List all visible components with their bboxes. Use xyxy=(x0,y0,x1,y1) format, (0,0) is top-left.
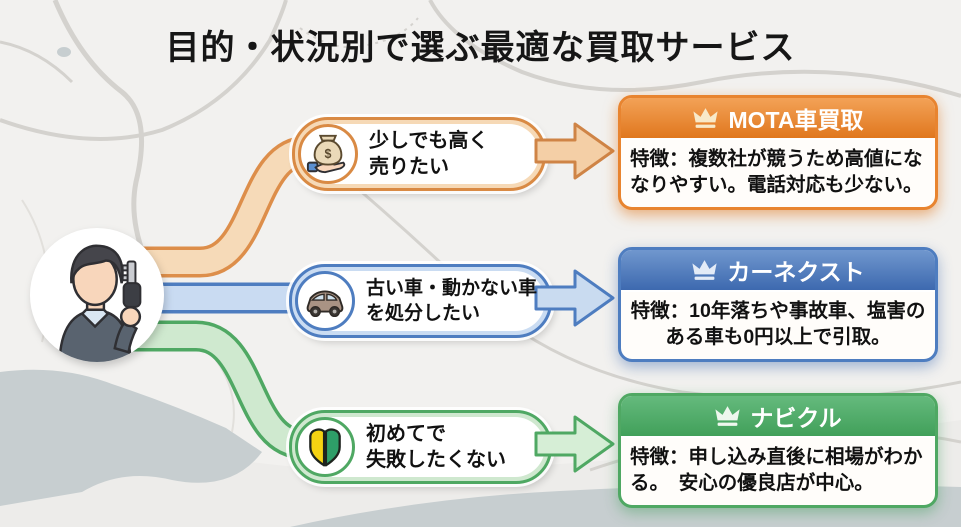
crown-icon xyxy=(692,260,717,280)
card-title: ナビクル xyxy=(750,405,842,431)
service-card-navikuru: ナビクル 特徴：申し込み直後に相場がわか る。 安心の優良店が中心。 xyxy=(618,393,938,508)
car-icon xyxy=(295,271,355,331)
arrow-right-icon-blue xyxy=(534,269,615,327)
card-header: MOTA車買取 xyxy=(621,98,935,140)
card-title: MOTA車買取 xyxy=(728,107,864,133)
branch-pill-dispose-old-car: 古い車・動かない車 を処分したい xyxy=(289,264,552,338)
arrow-right-icon-orange xyxy=(534,122,615,180)
card-body: 特徴：複数社が競うため高値にな なりやすい。電話対応も少ない。 xyxy=(630,148,923,197)
arrow-right-icon-green xyxy=(534,415,615,473)
card-header: カーネクスト xyxy=(621,250,935,292)
card-body: 特徴：10年落ちや事故車、塩害の ある車も0円以上で引取。 xyxy=(630,300,926,349)
card-header: ナビクル xyxy=(621,396,935,438)
money-bag-in-hand-icon: $ xyxy=(298,124,358,184)
service-card-carnext: カーネクスト 特徴：10年落ちや事故車、塩害の ある車も0円以上で引取。 xyxy=(618,247,938,362)
branch-pill-first-time: 初めてで 失敗したくない xyxy=(289,410,552,484)
crown-icon xyxy=(715,406,740,426)
pill-label: 初めてで 失敗したくない xyxy=(366,422,506,471)
card-title: カーネクスト xyxy=(727,259,865,285)
page-title: 目的・状況別で選ぶ最適な買取サービス xyxy=(165,29,796,67)
crown-icon xyxy=(693,108,719,128)
card-body: 特徴：申し込み直後に相場がわか る。 安心の優良店が中心。 xyxy=(630,446,923,495)
beginner-mark-icon xyxy=(295,417,355,477)
branch-pill-sell-high: $ 少しでも高く 売りたい xyxy=(292,117,546,191)
service-card-mota: MOTA車買取 特徴：複数社が競うため高値にな なりやすい。電話対応も少ない。 xyxy=(618,95,938,210)
svg-text:$: $ xyxy=(325,147,332,161)
person-with-car-key-icon xyxy=(29,227,165,363)
pill-label: 少しでも高く 売りたい xyxy=(369,129,489,178)
pill-label: 古い車・動かない車 を処分したい xyxy=(366,277,538,324)
